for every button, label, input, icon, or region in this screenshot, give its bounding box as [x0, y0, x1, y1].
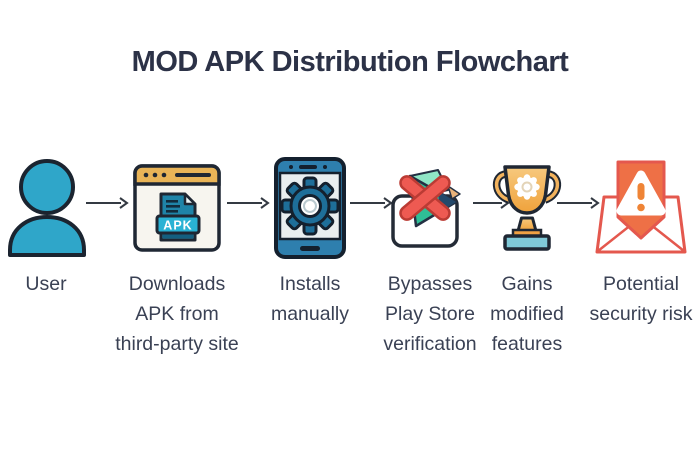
- flow-arrow: [86, 197, 129, 209]
- flow-step-gain: Gains modified features: [467, 155, 587, 359]
- step-label-risk: Potential security risk: [589, 273, 693, 325]
- flow-step-install: Installs manually: [250, 155, 370, 329]
- apk-badge-text: APK: [163, 219, 192, 233]
- flow-step-bypass: Bypasses Play Store verification: [370, 155, 490, 359]
- step-label-bypass: Bypasses Play Store verification: [383, 273, 477, 355]
- step-label-install: Installs manually: [270, 273, 350, 325]
- step-label-user: User: [25, 273, 67, 295]
- person-icon: [8, 159, 86, 257]
- page-title: MOD APK Distribution Flowchart: [131, 46, 569, 78]
- browser-apk-icon: APK: [133, 164, 221, 252]
- step-label-gain: Gains modified features: [490, 273, 564, 355]
- flow-step-risk: Potential security risk: [576, 155, 700, 329]
- flow-arrow: [227, 197, 270, 209]
- play-store-crossed-icon: [391, 169, 461, 248]
- trophy-icon: [492, 164, 562, 251]
- flow-step-download: APK Downloads APK from third-party site: [107, 155, 247, 359]
- flow-arrow: [350, 197, 393, 209]
- step-label-download: Downloads APK from third-party site: [115, 273, 239, 355]
- flow-arrow: [557, 197, 600, 209]
- warning-envelope-icon: [595, 160, 687, 254]
- flow-step-user: User: [1, 155, 91, 299]
- phone-gear-icon: [274, 157, 346, 259]
